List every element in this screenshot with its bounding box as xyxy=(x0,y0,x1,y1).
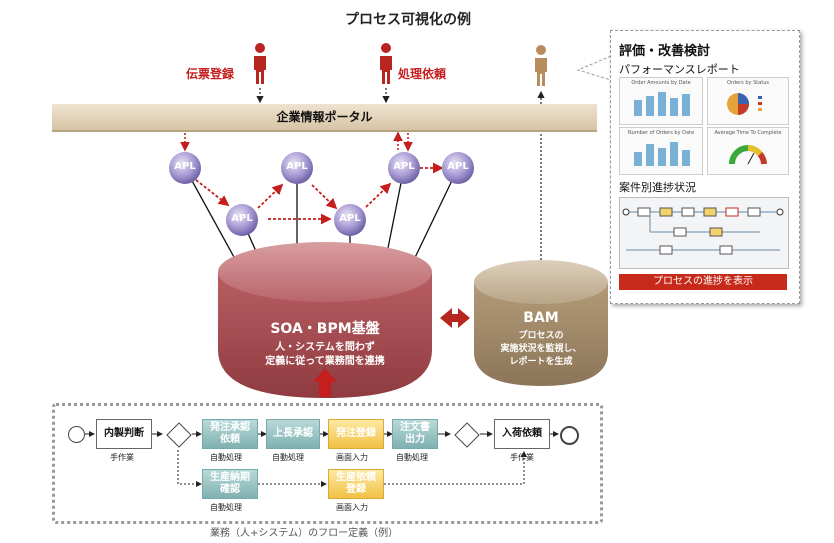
apl-label-3: APL xyxy=(286,161,308,172)
status-label: 案件別進捗状況 xyxy=(619,181,696,194)
thumb-number-orders[interactable]: Number of Orders by Date xyxy=(619,127,703,175)
apl-label-2: APL xyxy=(231,213,253,224)
apl-node-5 xyxy=(388,152,420,184)
flow-node-seisan-irai-sub: 画面入力 xyxy=(336,503,368,512)
actor-label-2: 処理依頼 xyxy=(398,67,447,81)
soa-line1: 人・システムを問わず xyxy=(275,342,375,353)
soa-platform xyxy=(218,242,432,398)
bam-store xyxy=(474,260,608,386)
flow-node-nyuka-sub: 手作業 xyxy=(510,453,534,462)
pie-chart-icon xyxy=(727,93,762,115)
person-icon-3 xyxy=(535,45,547,86)
apl-label-5: APL xyxy=(393,161,415,172)
flow-node-hacchu-shonin: 発注承認 依頼 xyxy=(202,419,258,449)
process-track-graphic xyxy=(622,207,784,255)
bam-line3: レポートを生成 xyxy=(509,357,573,367)
flow-node-nyuka: 入荷依頼 xyxy=(494,419,550,449)
thumb-title: Orders by Status xyxy=(726,80,770,86)
flow-connectors xyxy=(84,431,559,487)
thumb-orders-status[interactable]: Orders by Status xyxy=(707,77,789,125)
flow-start-event xyxy=(68,426,85,443)
flow-node-hacchu-toroku: 発注登録 xyxy=(328,419,384,449)
person-icon-2 xyxy=(380,43,392,84)
flow-node-naisei: 内製判断 xyxy=(96,419,152,449)
soa-title: SOA・BPM基盤 xyxy=(270,321,380,337)
show-progress-button[interactable]: プロセスの進捗を表示 xyxy=(619,274,787,290)
soa-line2: 定義に従って業務間を連携 xyxy=(265,356,385,367)
apl-node-4 xyxy=(334,204,366,236)
apl-link-3 xyxy=(311,184,338,210)
evaluation-panel: 評価・改善検討 パフォーマンスレポート Order Amounts by Dat… xyxy=(610,30,800,304)
actor-label-1: 伝票登録 xyxy=(186,67,235,81)
bam-line1: プロセスの xyxy=(518,331,564,341)
flow-end-event xyxy=(560,426,579,445)
flow-node-seisan-noki-sub: 自動処理 xyxy=(210,503,242,512)
panel-pointer xyxy=(576,55,612,81)
flow-to-soa-arrow xyxy=(313,368,337,397)
bar-chart-icon xyxy=(634,92,690,116)
flow-definition-frame xyxy=(52,403,603,524)
flow-node-seisan-irai: 生産依頼 登録 xyxy=(328,469,384,499)
apl-node-1 xyxy=(169,152,201,184)
bam-line2: 実施状況を監視し、 xyxy=(500,344,582,354)
person-icon-1 xyxy=(254,43,266,84)
flow-node-jocho: 上長承認 xyxy=(266,419,320,449)
apl-label-6: APL xyxy=(447,161,469,172)
apl-label-4: APL xyxy=(339,213,361,224)
apl-node-2 xyxy=(226,204,258,236)
flow-caption: 業務（人+システム）のフロー定義（例） xyxy=(210,528,399,539)
apl-label-1: APL xyxy=(174,161,196,172)
panel-heading: 評価・改善検討 xyxy=(619,44,711,59)
flow-node-chumonsho-sub: 自動処理 xyxy=(396,453,428,462)
thumb-title: Average Time To Complete xyxy=(714,130,782,136)
flow-node-jocho-sub: 自動処理 xyxy=(272,453,304,462)
report-label: パフォーマンスレポート xyxy=(619,63,740,76)
bar-chart-icon xyxy=(634,142,690,166)
soa-bam-double-arrow xyxy=(440,308,470,328)
flow-node-seisan-noki: 生産納期 確認 xyxy=(202,469,258,499)
enterprise-portal: 企業情報ポータル xyxy=(52,104,597,132)
flow-node-hacchu-toroku-sub: 画面入力 xyxy=(336,453,368,462)
gauge-icon xyxy=(729,145,767,165)
apl-link-1 xyxy=(195,179,230,207)
bam-title: BAM xyxy=(523,310,559,326)
apl-node-6 xyxy=(442,152,474,184)
thumb-order-amounts[interactable]: Order Amounts by Date xyxy=(619,77,703,125)
thumb-average-time[interactable]: Average Time To Complete xyxy=(707,127,789,175)
flow-node-hacchu-shonin-sub: 自動処理 xyxy=(210,453,242,462)
apl-link-2 xyxy=(257,183,284,209)
apl-link-5 xyxy=(365,182,392,208)
thumb-title: Number of Orders by Date xyxy=(627,130,695,136)
process-track-view[interactable] xyxy=(619,197,789,269)
thumb-title: Order Amounts by Date xyxy=(631,80,691,86)
diagram-title: プロセス可視化の例 xyxy=(345,12,471,28)
apl-node-3 xyxy=(281,152,313,184)
flow-node-naisei-sub: 手作業 xyxy=(110,453,134,462)
flow-node-chumonsho: 注文書 出力 xyxy=(392,419,438,449)
